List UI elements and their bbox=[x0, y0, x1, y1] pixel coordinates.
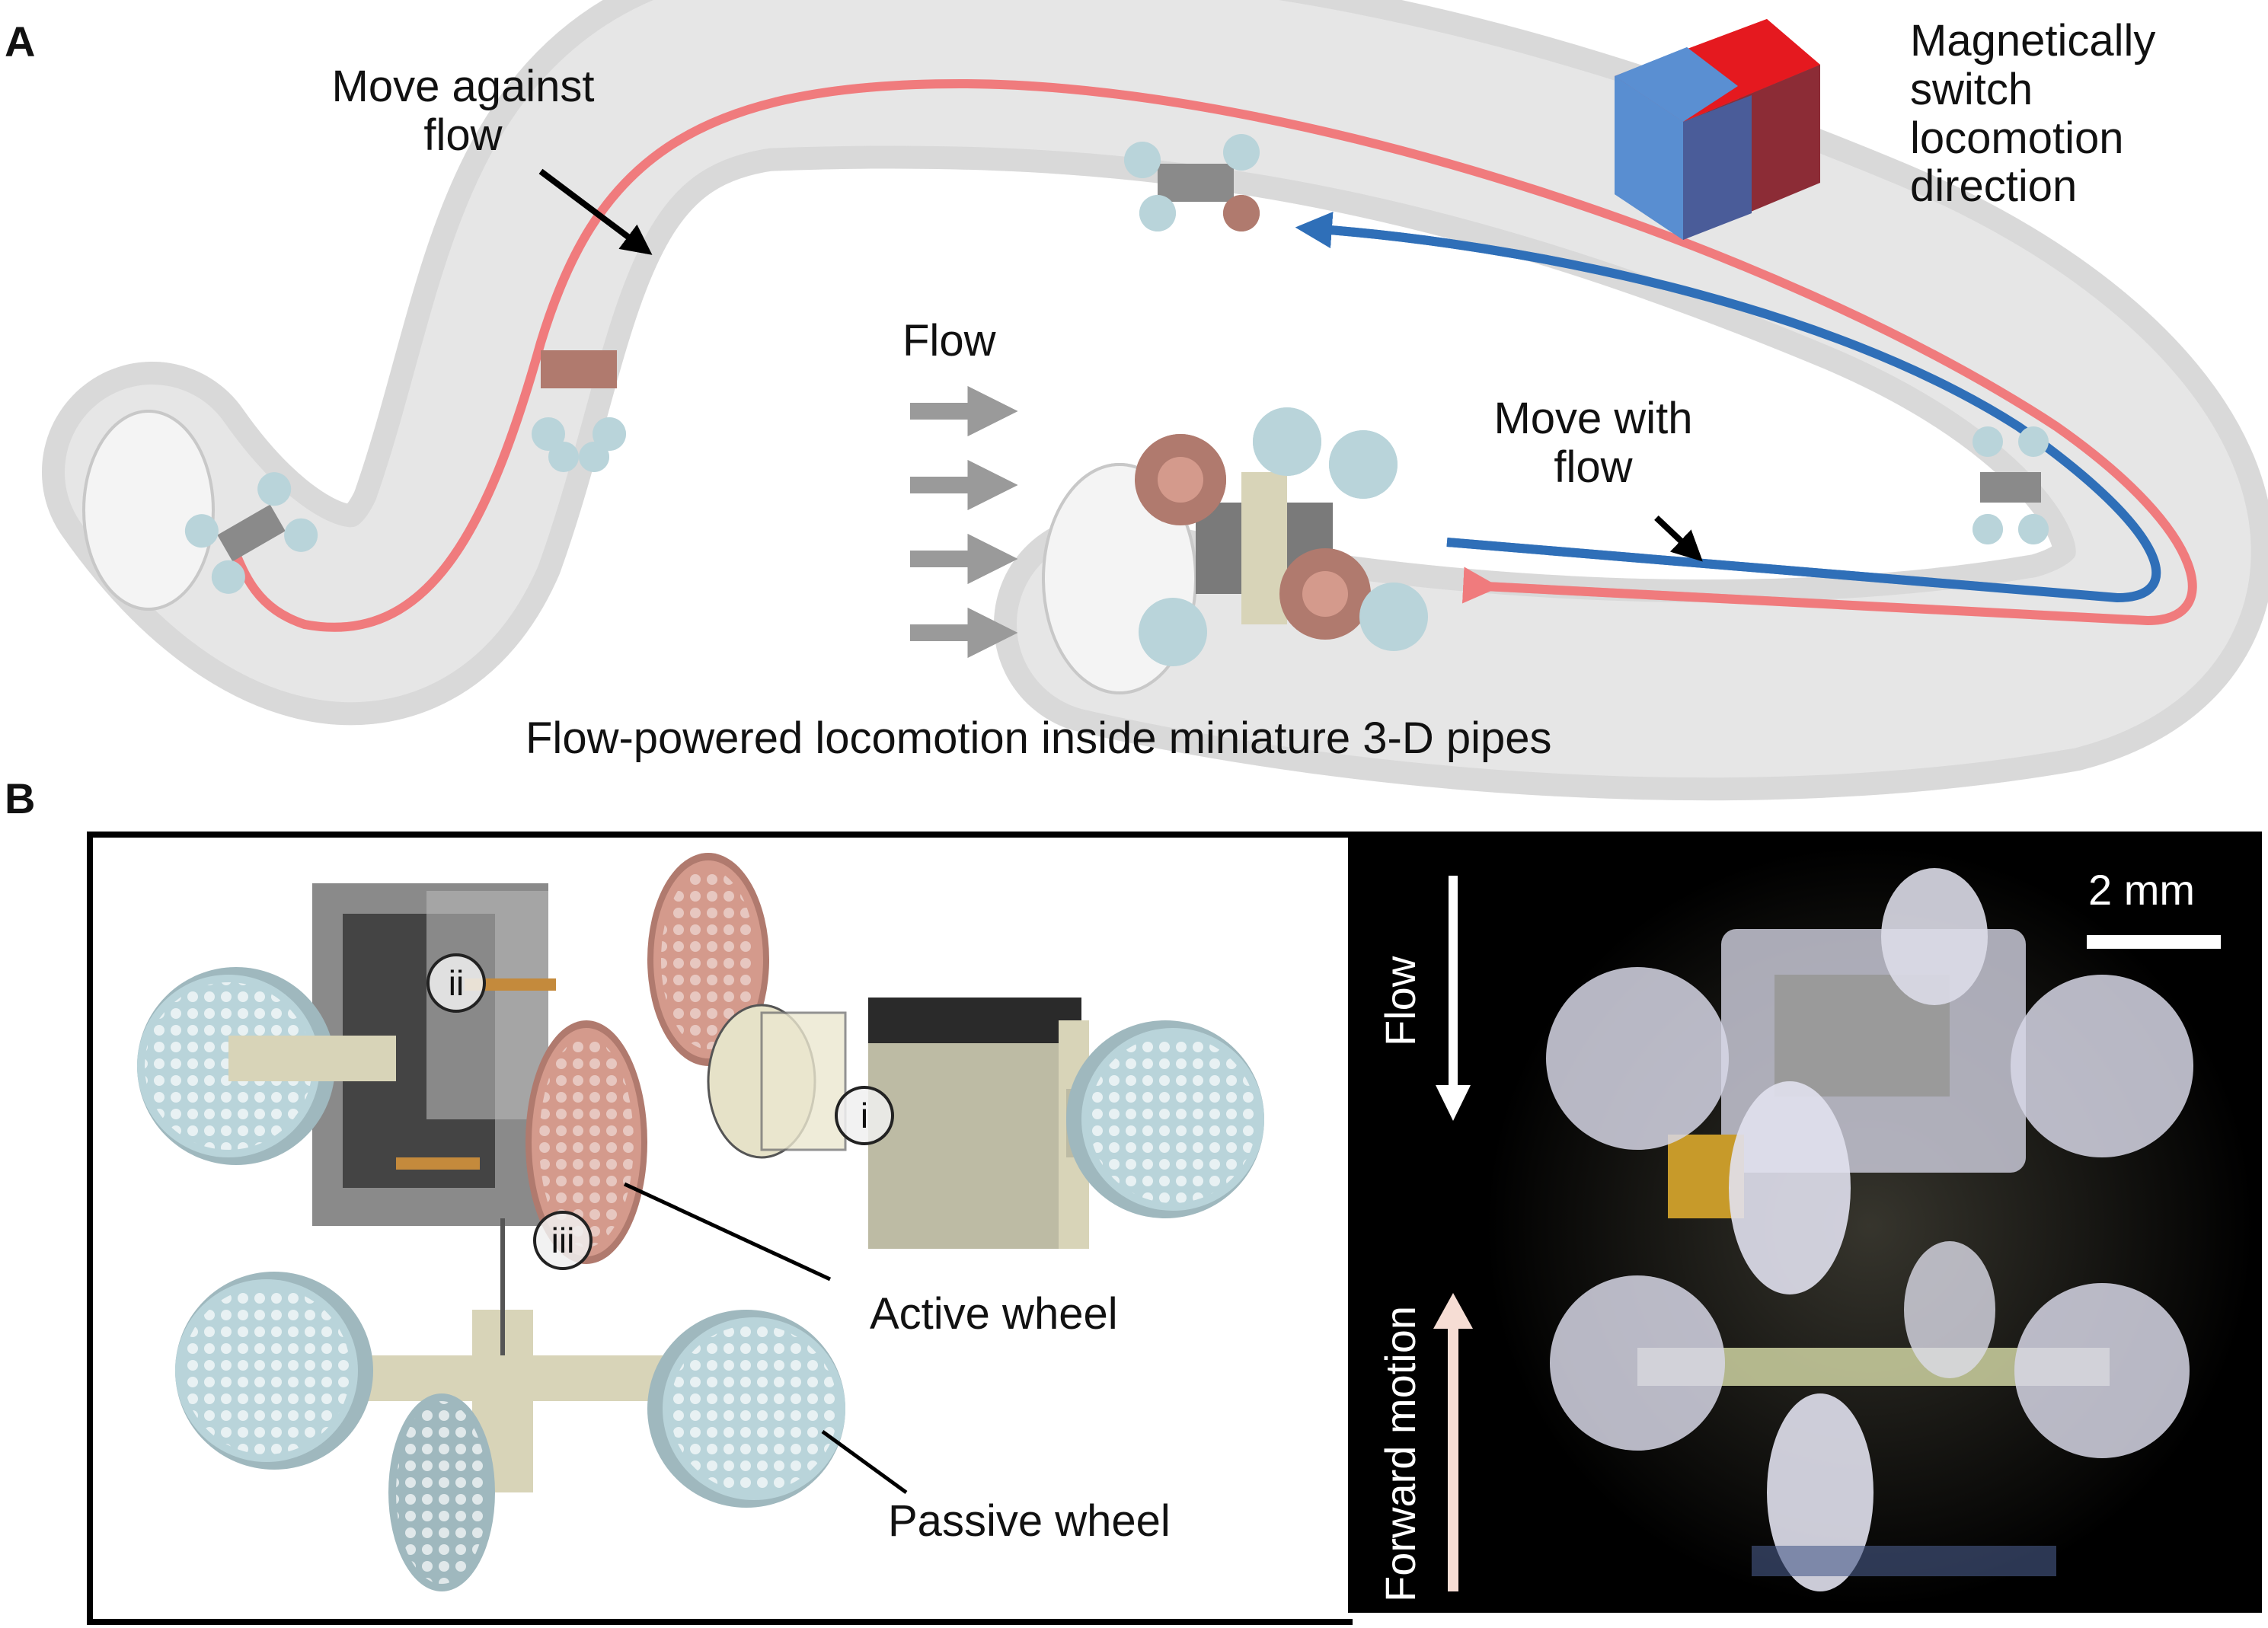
with-flow-pointer bbox=[1654, 516, 1703, 562]
panel-letter-a: A bbox=[5, 18, 36, 65]
active-wheel-label: Active wheel bbox=[870, 1289, 1118, 1339]
label-iii: iii bbox=[533, 1211, 593, 1270]
panel-a-caption: Flow-powered locomotion inside miniature… bbox=[525, 713, 1552, 763]
flow-arrows bbox=[910, 386, 1018, 658]
move-against-flow-label: Move against flow bbox=[331, 62, 595, 160]
passive-wheel-label: Passive wheel bbox=[888, 1496, 1171, 1546]
move-with-flow-label: Move with flow bbox=[1493, 394, 1693, 492]
pipe-opening-left bbox=[82, 410, 215, 611]
flow-label: Flow bbox=[902, 316, 996, 366]
panel-letter-b: B bbox=[5, 774, 36, 822]
scale-bar-label: 2 mm bbox=[2088, 866, 2195, 914]
label-ii: ii bbox=[426, 953, 486, 1013]
magnet-caption: Magnetically switch locomotion direction bbox=[1910, 16, 2156, 212]
forward-motion-label: Forward motion bbox=[1376, 1305, 1424, 1602]
panel-b-photo-frame bbox=[1348, 832, 2262, 1613]
label-i: i bbox=[835, 1086, 894, 1145]
flow-photo-label: Flow bbox=[1376, 956, 1424, 1046]
